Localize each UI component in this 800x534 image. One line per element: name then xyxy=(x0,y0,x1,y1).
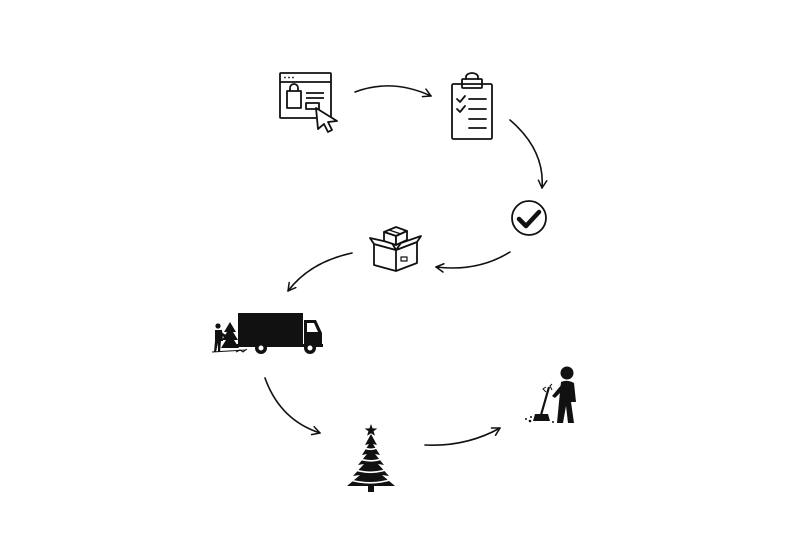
clipboard-checklist-icon xyxy=(451,72,493,140)
delivery-truck-icon xyxy=(211,313,323,354)
christmas-tree-icon xyxy=(347,424,395,492)
arrow-tree-to-cleanup xyxy=(424,427,501,446)
box-icon xyxy=(369,226,422,272)
arrow-deliver-to-tree xyxy=(264,377,321,436)
arrow-list-to-confirm xyxy=(509,119,548,189)
arrow-confirm-to-pack xyxy=(435,251,511,273)
arrow-order-to-list xyxy=(354,85,432,98)
sweeping-person-icon xyxy=(525,366,576,423)
arrow-pack-to-deliver xyxy=(287,252,353,292)
online-shop-icon xyxy=(279,72,338,133)
check-circle-icon xyxy=(511,200,547,236)
